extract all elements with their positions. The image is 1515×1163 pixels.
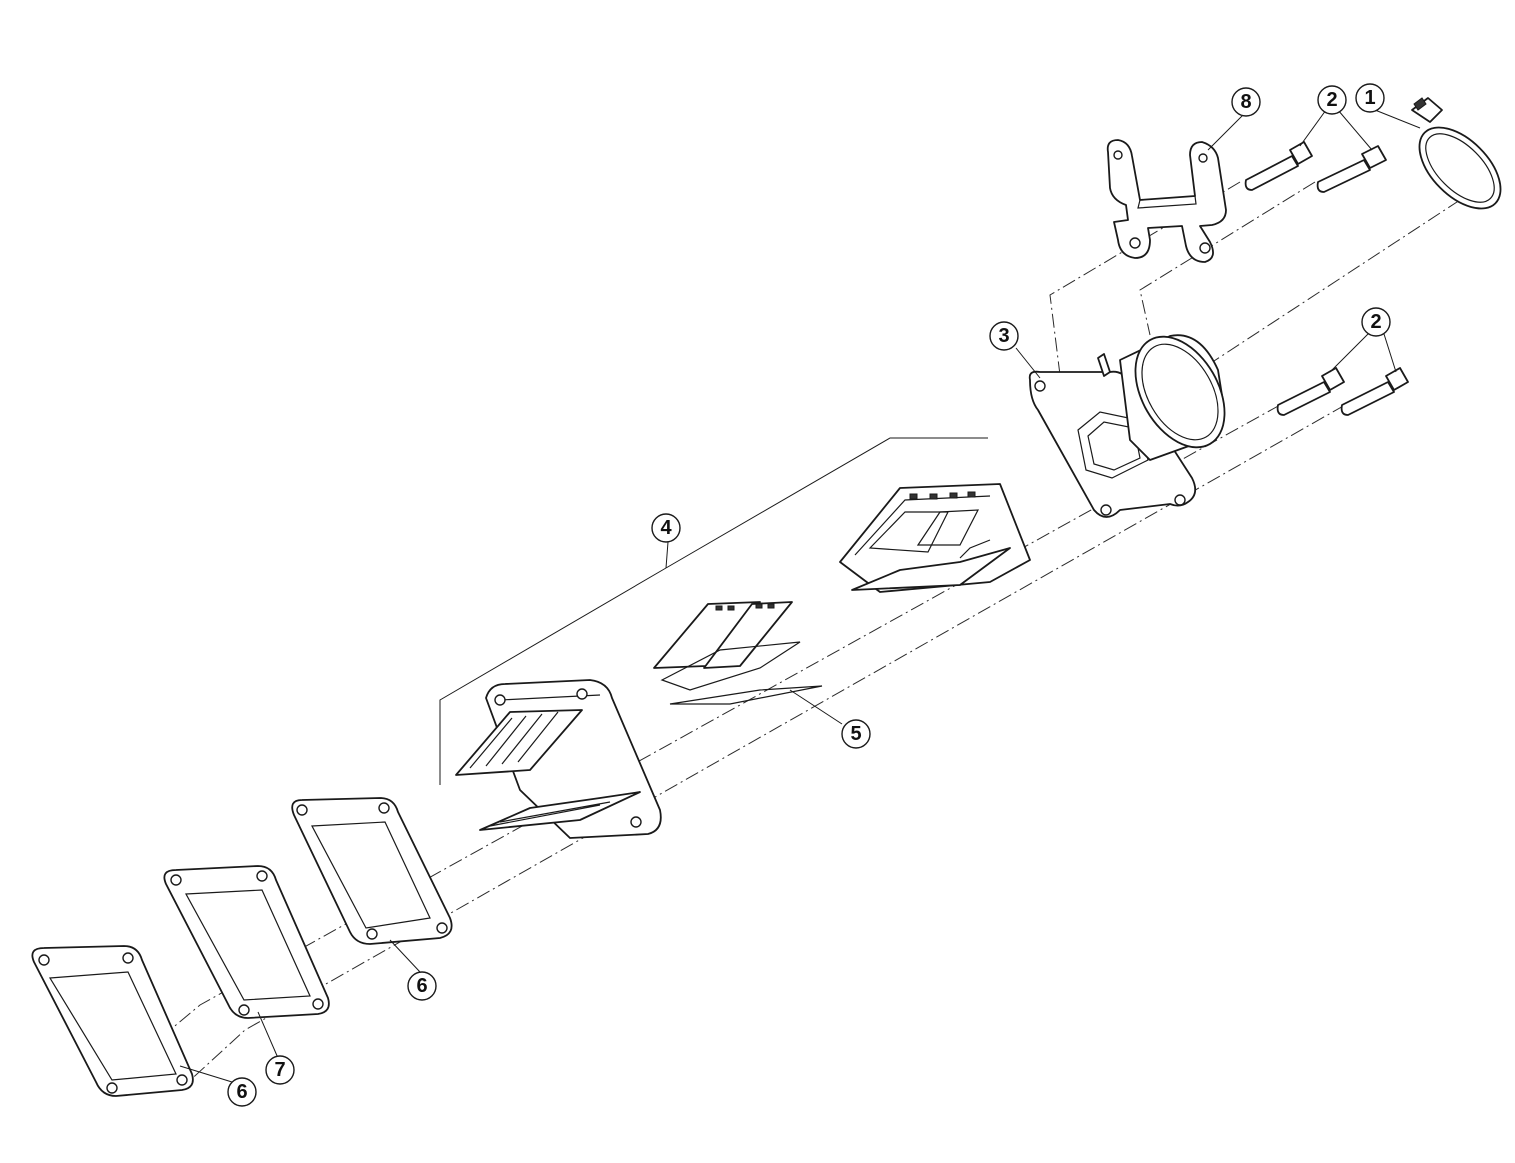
bracket-part-8 xyxy=(1106,139,1227,263)
svg-text:6: 6 xyxy=(236,1081,247,1103)
callout-4: 4 xyxy=(651,513,681,543)
callout-3: 3 xyxy=(989,321,1019,351)
leader-lines xyxy=(179,107,1421,1083)
callout-7: 7 xyxy=(265,1055,295,1085)
svg-text:5: 5 xyxy=(850,723,861,745)
callout-6-lower: 6 xyxy=(227,1077,257,1107)
callout-2-upper: 2 xyxy=(1317,85,1347,115)
hose-clamp-part-1 xyxy=(1411,97,1502,210)
svg-text:6: 6 xyxy=(416,975,427,997)
svg-text:2: 2 xyxy=(1370,311,1381,333)
gasket-6-lower xyxy=(31,945,194,1097)
intake-manifold-part-3 xyxy=(1028,334,1226,518)
reed-cage-upper xyxy=(839,483,1031,593)
reed-block-part-4 xyxy=(455,679,662,839)
svg-text:2: 2 xyxy=(1326,89,1337,111)
callout-6-upper: 6 xyxy=(407,971,437,1001)
assembly-axes xyxy=(109,181,1461,1086)
svg-text:4: 4 xyxy=(660,517,672,539)
svg-text:7: 7 xyxy=(274,1059,285,1081)
bolts-lower-part-2 xyxy=(1276,367,1409,416)
svg-text:3: 3 xyxy=(998,325,1009,347)
callout-5: 5 xyxy=(841,719,871,749)
callout-1: 1 xyxy=(1355,83,1385,113)
callout-8: 8 xyxy=(1231,87,1261,117)
spacer-part-7 xyxy=(163,865,330,1019)
svg-text:1: 1 xyxy=(1364,87,1375,109)
gasket-6-upper xyxy=(291,797,453,945)
svg-text:8: 8 xyxy=(1240,91,1251,113)
callout-2-lower: 2 xyxy=(1361,307,1391,337)
bolts-upper-part-2 xyxy=(1244,141,1387,193)
reed-petals-part-5 xyxy=(653,601,823,705)
